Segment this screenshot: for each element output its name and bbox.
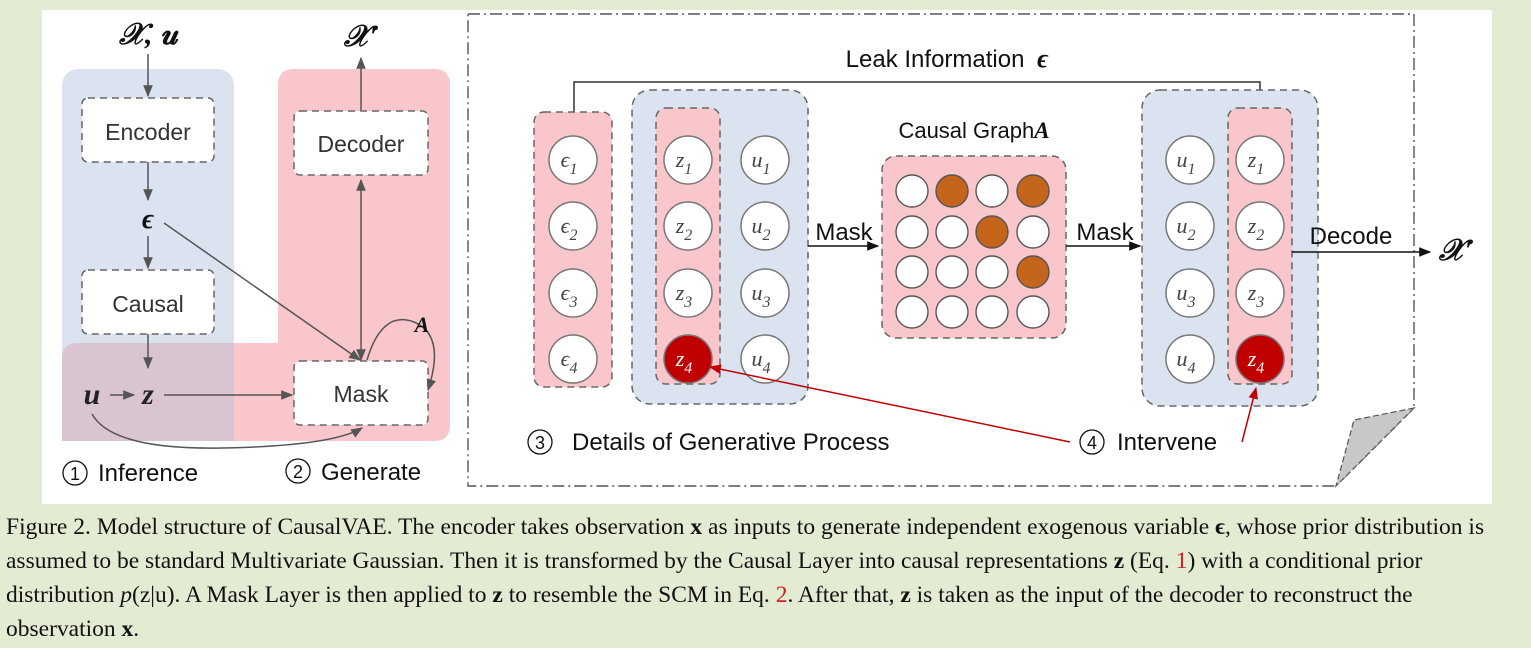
u-node-right-1: u1 [1165, 135, 1215, 185]
graph-cell-2-3 [975, 215, 1009, 249]
z-node: z [141, 378, 154, 411]
causal-label: Causal [112, 291, 184, 317]
z-node-left-3: z3 [663, 268, 713, 318]
mask-label: Mask [334, 381, 389, 407]
svg-text:3: 3 [535, 433, 545, 453]
epsilon-node-4: ϵ4 [548, 334, 598, 384]
z-node-right-2: z2 [1235, 201, 1285, 251]
graph-cell-4-4 [1016, 295, 1050, 329]
details-panel: Leak Information ϵ ϵ1 z1 u1 ϵ2 z2 u2 ϵ3 z3 u3 ϵ4 z… [467, 13, 1474, 489]
mask-arrow-label-1: Mask [815, 219, 873, 246]
step-1-badge: 1 [62, 460, 88, 486]
leak-label: Leak Information ϵ [846, 44, 1049, 73]
graph-cell-2-4 [1016, 215, 1050, 249]
u-node-left-4: u4 [740, 334, 790, 384]
svg-text:4: 4 [1087, 433, 1097, 453]
z-node-left-4: z4 [663, 334, 713, 384]
decoder-box [293, 110, 429, 176]
graph-cell-4-3 [975, 295, 1009, 329]
graph-cell-3-1 [895, 255, 929, 289]
model-diagram: 𝒳, 𝒖 Encoder ϵ Causal u z Mask A Decoder… [62, 13, 1474, 489]
z-node-left-2: z2 [663, 201, 713, 251]
output-label: 𝒳′ [343, 20, 379, 53]
z-node-left-1: z1 [663, 135, 713, 185]
step-4-label: Intervene [1117, 429, 1217, 456]
svg-text:2: 2 [293, 462, 303, 482]
graph-cell-2-1 [895, 215, 929, 249]
step-3-badge: 3 [527, 429, 553, 455]
graph-cell-1-4 [1016, 174, 1050, 208]
step-4-badge: 4 [1079, 429, 1105, 455]
page-curl [1334, 407, 1416, 489]
figure-caption: Figure 2. Model structure of CausalVAE. … [6, 514, 1485, 642]
u-node-left-3: u3 [740, 268, 790, 318]
encoder-box [81, 97, 215, 163]
causal-box [81, 269, 215, 335]
svg-text:1: 1 [70, 464, 80, 484]
epsilon-node: ϵ [142, 204, 155, 235]
causal-graph-box [881, 155, 1067, 339]
graph-cell-1-3 [975, 174, 1009, 208]
graph-cell-4-1 [895, 295, 929, 329]
epsilon-node-3: ϵ3 [548, 268, 598, 318]
graph-cell-4-2 [935, 295, 969, 329]
input-label: 𝒳, 𝒖 [118, 18, 179, 51]
u-node: u [84, 378, 101, 411]
graph-cell-1-1 [895, 174, 929, 208]
decode-label: Decode [1310, 223, 1393, 250]
figure-panel: 𝒳, 𝒖 Encoder ϵ Causal u z Mask A Decoder… [42, 10, 1492, 504]
step-1-label: Inference [98, 460, 198, 487]
step-2-badge: 2 [285, 458, 311, 484]
inference-generate-panel: 𝒳, 𝒖 Encoder ϵ Causal u z Mask A Decoder… [62, 18, 450, 487]
encoder-label: Encoder [105, 119, 191, 145]
graph-cell-3-2 [935, 255, 969, 289]
graph-cell-2-2 [935, 215, 969, 249]
decoder-label: Decoder [318, 131, 405, 157]
epsilon-node-1: ϵ1 [548, 135, 598, 185]
overlap-region [62, 343, 234, 441]
mask-arrow-label-2: Mask [1076, 219, 1134, 246]
u-node-right-4: u4 [1165, 334, 1215, 384]
adjacency-label: A [413, 312, 430, 337]
epsilon-node-2: ϵ2 [548, 201, 598, 251]
details-output-label: 𝒳′ [1438, 234, 1474, 267]
u-node-left-2: u2 [740, 201, 790, 251]
graph-cell-3-4 [1016, 255, 1050, 289]
equation-ref-2[interactable]: 2 [775, 582, 788, 608]
graph-cell-3-3 [975, 255, 1009, 289]
u-node-right-3: u3 [1165, 268, 1215, 318]
z-node-right-4: z4 [1235, 334, 1285, 384]
causal-graph-title: Causal GraphA [898, 118, 1049, 143]
z-node-right-3: z3 [1235, 268, 1285, 318]
equation-ref-1[interactable]: 1 [1175, 548, 1188, 574]
u-node-left-1: u1 [740, 135, 790, 185]
u-node-right-2: u2 [1165, 201, 1215, 251]
step-3-label: Details of Generative Process [572, 429, 889, 456]
step-2-label: Generate [321, 459, 421, 486]
graph-cell-1-2 [935, 174, 969, 208]
z-node-right-1: z1 [1235, 135, 1285, 185]
